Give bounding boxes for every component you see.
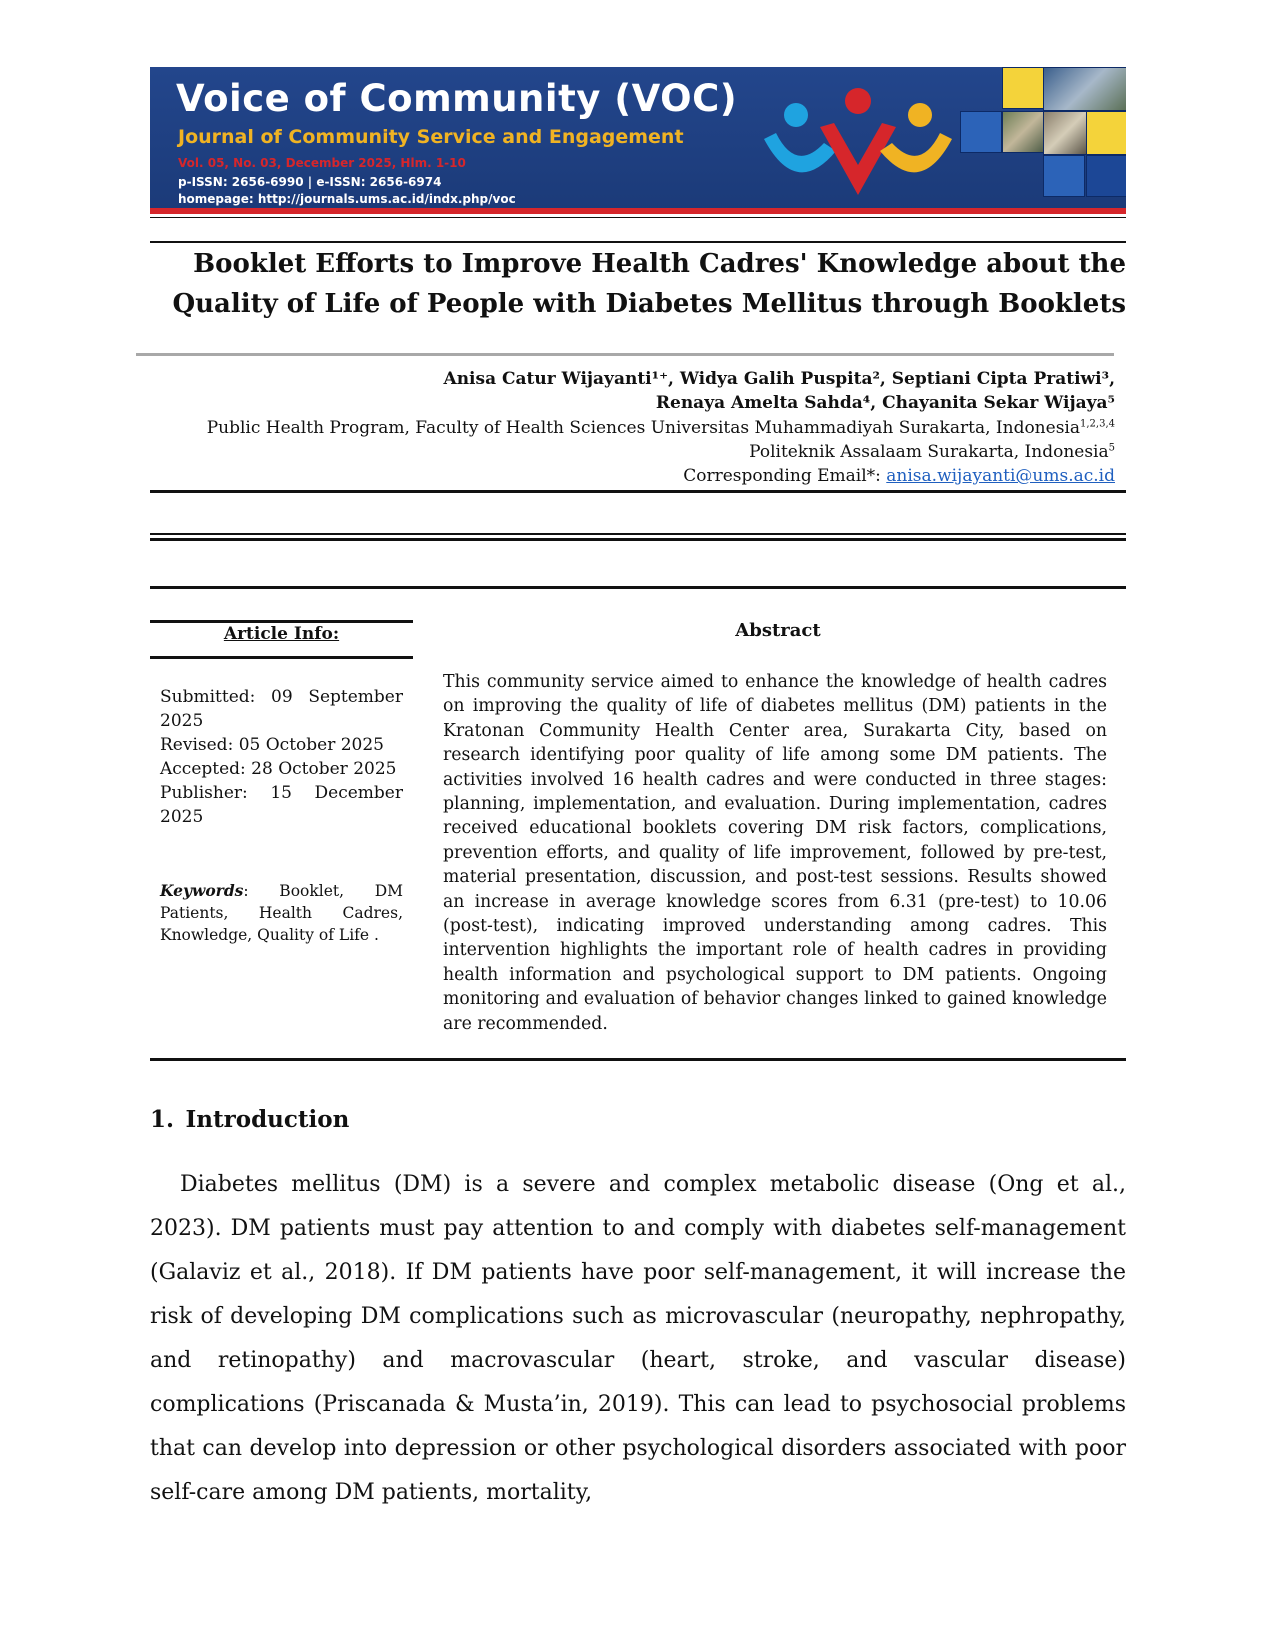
journal-issn: p-ISSN: 2656-6990 | e-ISSN: 2656-6974 [178, 175, 442, 189]
accepted-date: Accepted: 28 October 2025 [160, 759, 397, 779]
photo-tile [1043, 67, 1126, 111]
affiliation-1-sup: 1,2,3,4 [1080, 418, 1115, 430]
journal-title: Voice of Community (VOC) [176, 77, 738, 120]
journal-volume: Vol. 05, No. 03, December 2025, Hlm. 1-1… [178, 156, 466, 170]
affiliation-1-text: Public Health Program, Faculty of Health… [206, 418, 1080, 438]
photo-tile [1086, 111, 1126, 155]
revised-date: Revised: 05 October 2025 [160, 735, 384, 755]
authors-line-2: Renaya Amelta Sahda⁴, Chayanita Sekar Wi… [655, 393, 1115, 413]
abstract-heading: Abstract [735, 620, 821, 641]
photo-tile [1002, 111, 1044, 153]
publisher-year: 2025 [160, 807, 204, 827]
submitted-year: 2025 [160, 711, 204, 731]
affiliation-2: Politeknik Assalaam Surakarta, Indonesia… [749, 442, 1115, 462]
info-head-top-rule [150, 620, 413, 623]
journal-banner: Voice of Community (VOC) Journal of Comm… [150, 67, 1126, 214]
corresponding-email: Corresponding Email*: anisa.wijayanti@um… [683, 466, 1115, 486]
photo-tile [1043, 111, 1087, 155]
affiliation-1: Public Health Program, Faculty of Health… [207, 418, 1115, 438]
info-top-rule [150, 586, 1126, 589]
abstract-bottom-rule [150, 1058, 1126, 1061]
keywords-list: : Booklet, DM Patients, Health Cadres, K… [160, 882, 403, 944]
banner-divider [150, 217, 1126, 218]
affiliation-2-text: Politeknik Assalaam Surakarta, Indonesia [749, 442, 1109, 462]
double-rule-bottom [150, 538, 1126, 541]
title-bottom-rule [136, 353, 1114, 356]
affiliation-rule [150, 490, 1126, 493]
journal-subtitle: Journal of Community Service and Engagem… [178, 126, 684, 148]
email-label: Corresponding Email*: [683, 466, 887, 486]
community-logo-icon [764, 88, 952, 195]
photo-tile [1086, 155, 1126, 197]
double-rule-top [150, 533, 1126, 535]
article-title: Booklet Efforts to Improve Health Cadres… [172, 249, 1126, 319]
article-info-heading: Article Info: [223, 624, 340, 644]
photo-tile [960, 111, 1002, 153]
title-top-rule [150, 241, 1126, 243]
keywords: Keywords: Booklet, DM Patients, Health C… [160, 880, 403, 946]
affiliation-2-sup: 5 [1108, 442, 1115, 454]
photo-tile [1043, 155, 1085, 197]
photo-tile [1002, 67, 1044, 109]
publisher-date: Publisher: 15 December [160, 783, 403, 803]
journal-homepage: homepage: http://journals.ums.ac.id/indx… [178, 192, 516, 206]
introduction-heading: 1. Introduction [150, 1106, 350, 1133]
abstract-text: This community service aimed to enhance … [443, 672, 1107, 1034]
introduction-text: Diabetes mellitus (DM) is a severe and c… [150, 1172, 1126, 1505]
keywords-label: Keywords [160, 881, 244, 900]
submitted-date: Submitted: 09 September [160, 687, 403, 707]
authors-line-1: Anisa Catur Wijayanti¹⁺, Widya Galih Pus… [443, 369, 1116, 389]
email-link[interactable]: anisa.wijayanti@ums.ac.id [886, 466, 1115, 486]
banner-red-stripe [150, 208, 1126, 214]
info-head-bottom-rule [150, 656, 413, 659]
